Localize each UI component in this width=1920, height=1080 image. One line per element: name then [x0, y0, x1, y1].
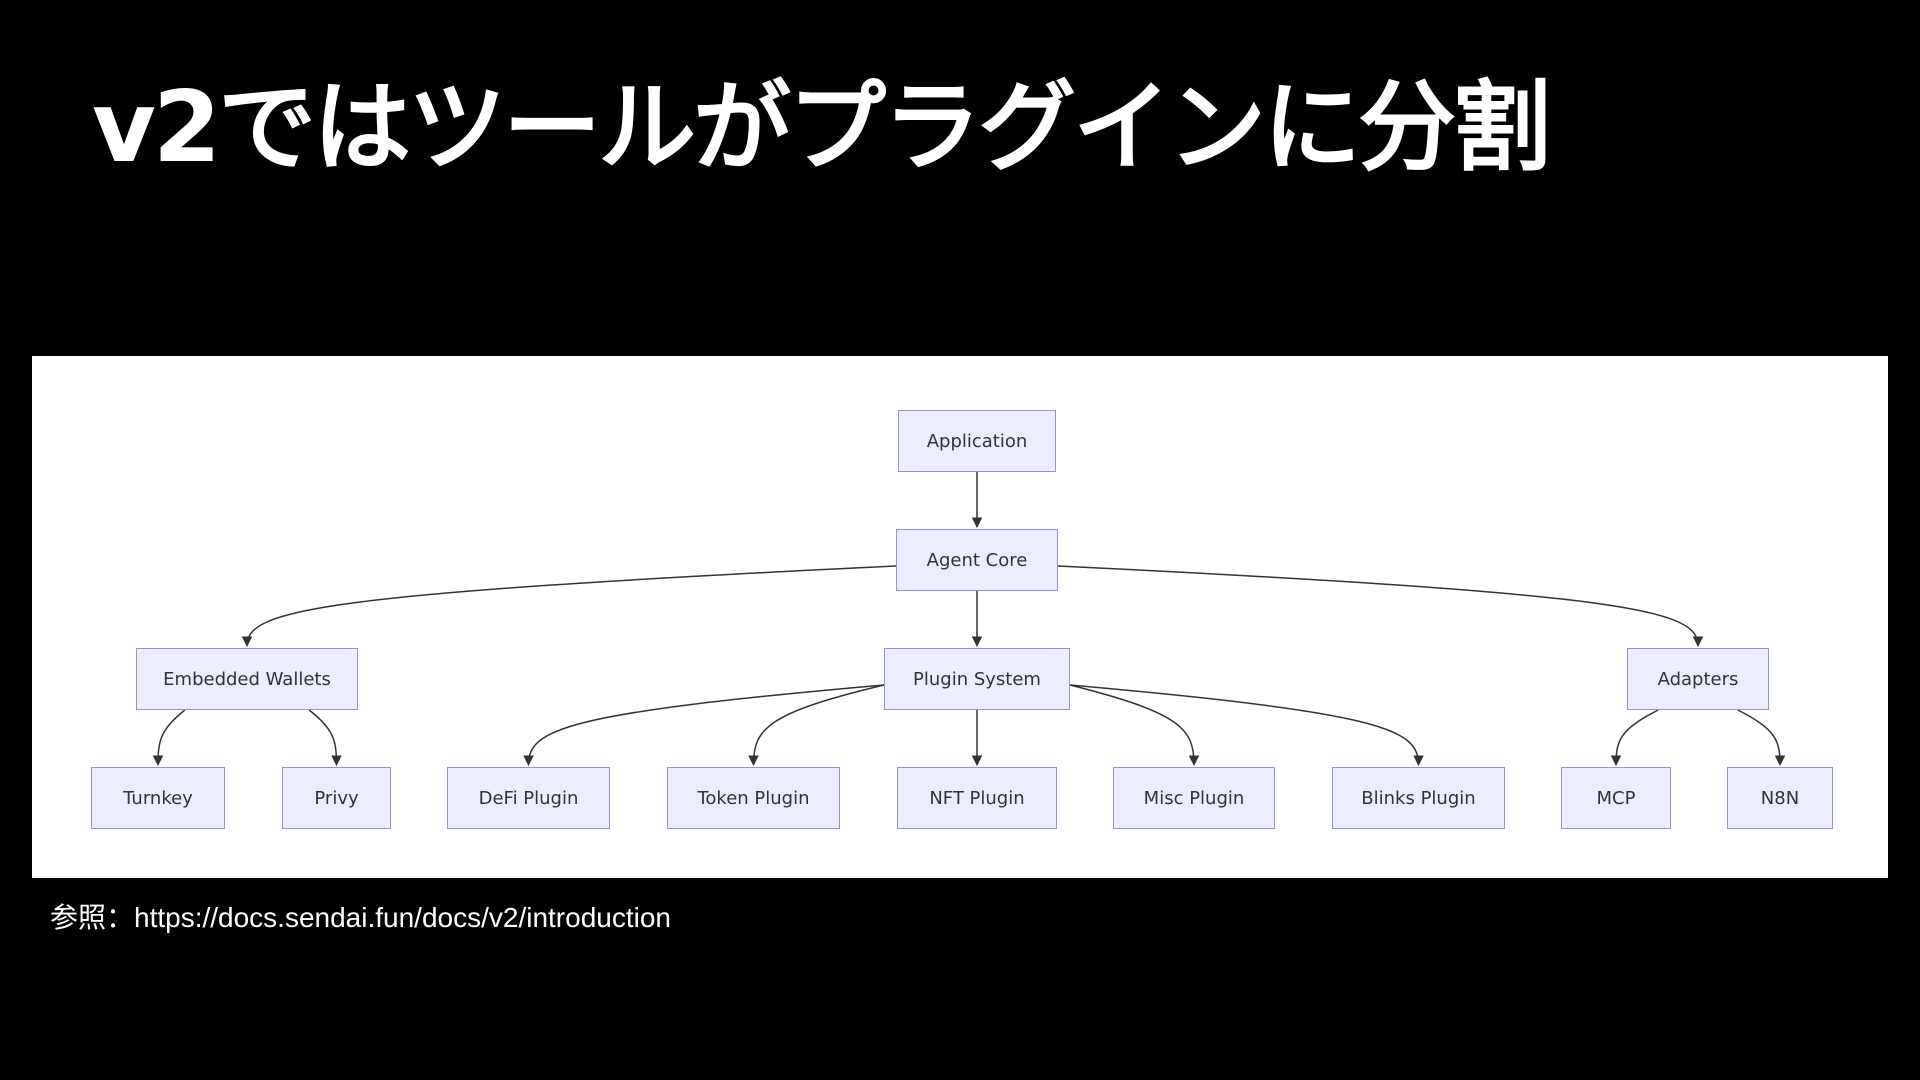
node-embedded-wallets: Embedded Wallets — [136, 648, 358, 710]
edge-adapters-to-mcp — [1610, 709, 1659, 767]
node-blinks-plugin: Blinks Plugin — [1332, 767, 1505, 829]
architecture-diagram: Application Agent Core Embedded Wallets … — [32, 356, 1888, 878]
node-token-plugin: Token Plugin — [667, 767, 840, 829]
edge-plugin-system-to-misc-plugin — [1069, 684, 1200, 767]
edge-agent-core-to-embedded-wallets — [241, 565, 897, 648]
edge-plugin-system-to-defi-plugin — [523, 684, 885, 767]
node-application: Application — [898, 410, 1056, 472]
edge-adapters-to-n8n — [1737, 709, 1786, 767]
node-adapters: Adapters — [1627, 648, 1769, 710]
slide-title: v2ではツールがプラグインに分割 — [92, 71, 1551, 185]
node-turnkey: Turnkey — [91, 767, 225, 829]
node-mcp: MCP — [1561, 767, 1671, 829]
node-n8n: N8N — [1727, 767, 1833, 829]
node-nft-plugin: NFT Plugin — [897, 767, 1057, 829]
reference-link[interactable]: 参照：https://docs.sendai.fun/docs/v2/intro… — [50, 902, 671, 933]
edge-agent-core-to-adapters — [1057, 565, 1704, 648]
diagram-edges — [152, 472, 1786, 767]
node-misc-plugin: Misc Plugin — [1113, 767, 1275, 829]
edge-embedded-wallets-to-privy — [308, 709, 342, 767]
edge-embedded-wallets-to-turnkey — [152, 709, 186, 767]
edge-plugin-system-to-token-plugin — [748, 684, 885, 767]
node-defi-plugin: DeFi Plugin — [447, 767, 610, 829]
node-plugin-system: Plugin System — [884, 648, 1070, 710]
node-privy: Privy — [282, 767, 391, 829]
edge-plugin-system-to-blinks-plugin — [1069, 684, 1424, 767]
node-agent-core: Agent Core — [896, 529, 1058, 591]
